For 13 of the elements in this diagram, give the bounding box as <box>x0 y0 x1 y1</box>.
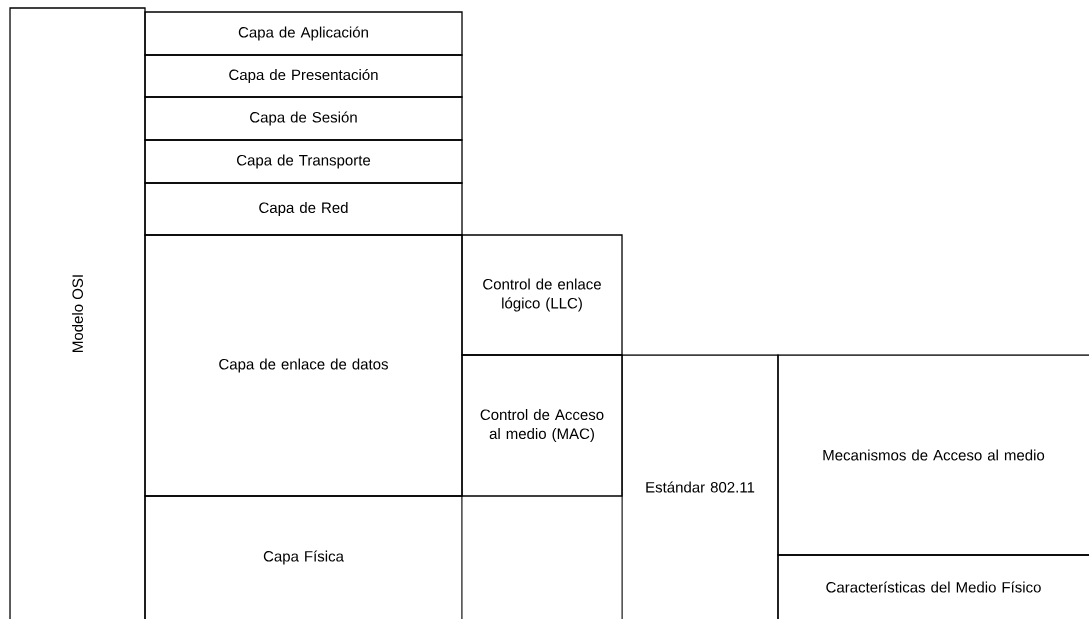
layer-cell: Modelo OSI <box>9 7 146 619</box>
layer-cell: Capa de Transporte <box>144 139 463 184</box>
layer-cell: Capa de Presentación <box>144 54 463 98</box>
layer-cell: Capa Física <box>144 495 463 619</box>
layer-cell: Control de enlace lógico (LLC) <box>461 234 623 356</box>
layer-cell: Estándar 802.11 <box>621 354 779 619</box>
layer-cell: Capa de Red <box>144 182 463 236</box>
layer-cell: Control de Acceso al medio (MAC) <box>461 354 623 497</box>
layer-cell: Mecanismos de Acceso al medio <box>777 354 1089 556</box>
layer-cell: Capa de enlace de datos <box>144 234 463 497</box>
layer-cell: Capa de Aplicación <box>144 11 463 56</box>
layer-cell: Capa de Sesión <box>144 96 463 141</box>
layer-cell: Características del Medio Físico <box>777 554 1089 619</box>
